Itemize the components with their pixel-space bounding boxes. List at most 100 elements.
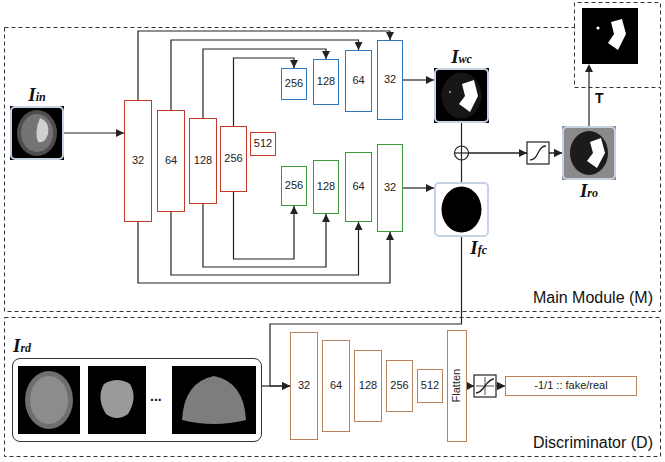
- decoder-block: 64: [345, 50, 372, 112]
- connector: [203, 49, 326, 118]
- encoder-block: 256: [220, 126, 247, 192]
- image-frame: Iwc: [434, 68, 489, 123]
- brain-shape: [570, 131, 608, 175]
- image-label: Ird: [13, 336, 261, 358]
- tumor-region: [36, 118, 48, 142]
- mri-image: [434, 68, 489, 123]
- block-label: -1/1 :: fake/real: [534, 379, 607, 392]
- connector: [171, 212, 359, 275]
- image-frame: Ifc: [434, 182, 489, 237]
- connector: [403, 79, 434, 80]
- conv-block: 128: [354, 350, 382, 422]
- decoder-block: 256: [281, 68, 307, 100]
- image-label: Iro: [564, 181, 614, 203]
- sigmoid-symbol: [527, 142, 549, 164]
- block-label: 128: [194, 154, 212, 167]
- noise-dot: [449, 91, 451, 93]
- block-label: 128: [317, 180, 335, 193]
- arrow-head: [585, 64, 593, 72]
- output-box: -1/1 :: fake/real: [505, 376, 637, 396]
- decoder-block: 32: [377, 40, 403, 120]
- block-label: 512: [254, 137, 272, 150]
- tumor-region: [459, 80, 478, 112]
- module-region: Discriminator (D)Ird3264128256512Flatten…: [4, 317, 661, 457]
- transform-label: T: [595, 90, 604, 106]
- encoder-block: 64: [157, 110, 185, 212]
- image-frame: Iin: [10, 106, 64, 160]
- mri-image: [172, 366, 256, 434]
- block-label: 256: [224, 152, 242, 165]
- block-label: 32: [384, 181, 396, 194]
- image-label: Ifc: [436, 238, 487, 260]
- tanh-symbol: [474, 375, 496, 397]
- block-label: 32: [132, 154, 144, 167]
- brain-shape: [182, 376, 246, 424]
- mri-image: [562, 126, 616, 180]
- mri-image: [10, 106, 64, 160]
- mri-image: [18, 366, 80, 434]
- block-label: 64: [352, 74, 364, 87]
- ellipsis-mark: ...: [150, 388, 162, 404]
- encoder-block: 32: [124, 100, 152, 222]
- image-frame: Iro: [562, 126, 616, 180]
- block-label: 64: [165, 154, 177, 167]
- encoder-block: 128: [189, 118, 217, 204]
- connector: [138, 222, 390, 283]
- arrow-head: [497, 382, 505, 390]
- conv-block: 256: [386, 360, 413, 412]
- encoder-block: 512: [250, 132, 276, 156]
- region-outline: [5, 318, 661, 457]
- image-label: Iwc: [436, 47, 487, 69]
- block-label: Flatten: [450, 369, 463, 403]
- image-label: Iin: [12, 85, 62, 107]
- arrow-head: [467, 382, 474, 390]
- region-outline: [5, 28, 661, 312]
- connector: [403, 187, 434, 188]
- decoder-block: 64: [345, 152, 372, 222]
- block-label: 256: [285, 77, 303, 90]
- mri-image: [434, 182, 489, 237]
- conv-block: 32: [290, 332, 318, 440]
- block-label: 128: [359, 379, 377, 392]
- decoder-block: 128: [313, 59, 339, 105]
- block-label: 64: [352, 180, 364, 193]
- block-label: 32: [298, 379, 310, 392]
- connector: [171, 40, 359, 110]
- image-group: Ird: [12, 358, 262, 442]
- brain-mask: [442, 187, 482, 233]
- tumor-region: [608, 19, 626, 50]
- decoder-block: 32: [377, 144, 403, 232]
- conv-block: 64: [322, 340, 350, 432]
- tumor-region: [587, 138, 605, 168]
- flatten-block: Flatten: [447, 330, 467, 442]
- connector: [262, 385, 290, 386]
- module-title: Main Module (M): [533, 288, 653, 307]
- block-label: 128: [317, 75, 335, 88]
- block-label: 256: [390, 379, 408, 392]
- block-label: 32: [384, 73, 396, 86]
- brain-shape: [17, 110, 57, 156]
- brain-shape: [100, 380, 133, 418]
- region-outline: [575, 3, 661, 88]
- brain-shape: [442, 73, 482, 119]
- sigmoid-curve: [530, 146, 546, 160]
- conv-block: 512: [417, 369, 443, 403]
- decoder-block: 256: [281, 166, 307, 206]
- block-label: 64: [330, 379, 342, 392]
- decoder-block: 128: [313, 160, 339, 214]
- brain-shape: [25, 371, 73, 429]
- threshold-arrow: [588, 70, 589, 126]
- block-label: 512: [421, 379, 439, 392]
- module-region: Main Module (M) Iin 32 64 128 256 512 256 128 64 3…: [4, 27, 661, 312]
- connector: [203, 204, 326, 267]
- connector: [64, 132, 124, 133]
- brain-shape: [21, 114, 53, 152]
- noise-dot: [596, 26, 599, 29]
- tanh-curve: [476, 379, 494, 393]
- mri-image: [88, 366, 146, 434]
- block-label: 256: [285, 179, 303, 192]
- output-image: [582, 8, 638, 64]
- arrow-head: [519, 149, 527, 157]
